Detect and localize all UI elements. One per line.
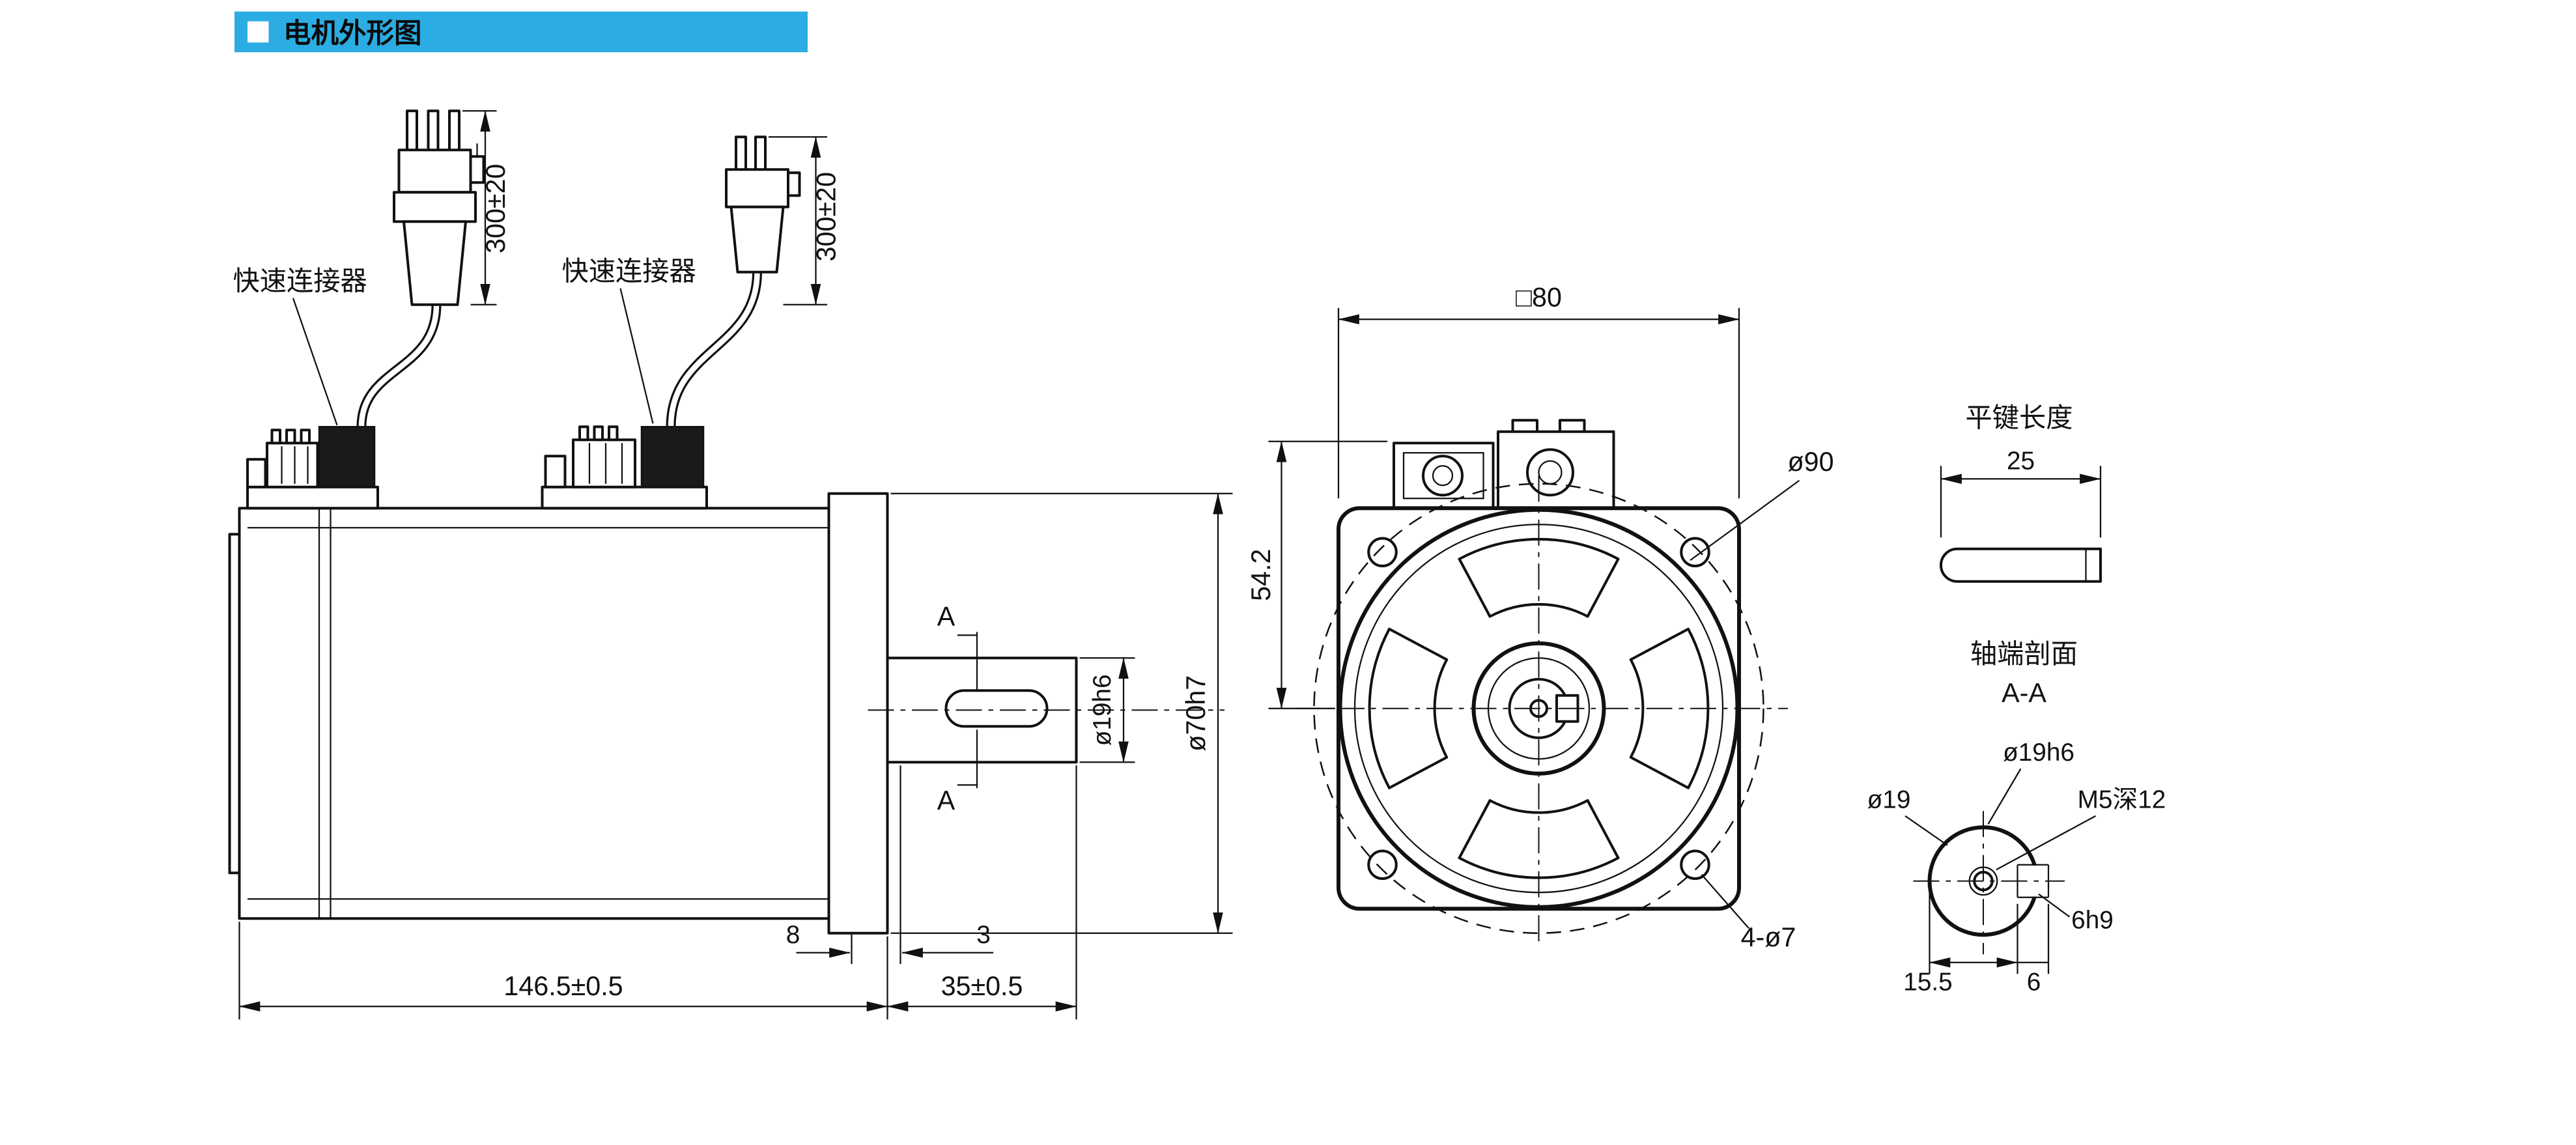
- dim-key-width-label: 6h9: [2071, 906, 2114, 934]
- quick-connector-label-1: 快速连接器: [233, 266, 367, 296]
- dim-side-bottom: 8 3 146.5±0.5 35±0.5: [238, 765, 1077, 1020]
- dim-corner-holes: 4-ø7: [1701, 874, 1796, 952]
- dim-shaft-length-label: 35±0.5: [941, 971, 1023, 1001]
- bolt-hole: [1367, 537, 1398, 567]
- motor-flange: [827, 492, 889, 935]
- dim-height-54: 54.2: [1246, 440, 1387, 709]
- quick-connector-label-2: 快速连接器: [562, 256, 696, 286]
- cable-length-label-1: 300±20: [481, 164, 511, 253]
- dim-shaft-diameter: ø19h6: [1079, 657, 1135, 763]
- section-line-a: A A: [937, 601, 978, 815]
- callout-key-width: 6h9: [2038, 893, 2114, 934]
- bolt-hole: [1680, 537, 1710, 567]
- quick-connector-callout-2: 快速连接器: [562, 256, 696, 424]
- motor-shaft: [868, 657, 1224, 764]
- dim-height-label: 54.2: [1246, 549, 1276, 601]
- dim-square-label: □80: [1516, 282, 1562, 312]
- bolt-hole: [1680, 849, 1710, 880]
- shaft-section-view: 轴端剖面 A-A ø19h6 ø19 M5深12 6h9: [1867, 639, 2166, 997]
- dim-shoulder-label: 3: [976, 921, 991, 949]
- key-length-label: 25: [2007, 447, 2035, 475]
- motor-front-view: □80 54.2 ø90 4-ø7: [1246, 282, 1834, 952]
- dim-flange-diameter: ø70h7: [890, 492, 1233, 934]
- dim-width-label: 6: [2027, 968, 2041, 996]
- bolt-hole: [1367, 849, 1398, 880]
- header-bar: [234, 11, 808, 53]
- dim-section-bottom: 15.5 6: [1903, 887, 2050, 996]
- dim-cable-length-1: 300±20: [462, 110, 511, 305]
- dim-thread-label: M5深12: [2078, 785, 2166, 813]
- bolt-holes: [1367, 537, 1710, 880]
- dim-body-length-label: 146.5±0.5: [503, 971, 623, 1001]
- dim-key-offset-label: 15.5: [1903, 968, 1952, 996]
- section-header: 电机外形图: [234, 11, 808, 53]
- callout-dia-tol: ø19h6: [1987, 739, 2074, 825]
- dim-shaft-diameter-label: ø19h6: [1088, 674, 1116, 746]
- bolt-circle-dashed: [1313, 483, 1764, 934]
- shaft-keyway: [944, 689, 1049, 728]
- callout-dia: ø19: [1867, 785, 1948, 846]
- motor-side-view: A A: [228, 109, 1233, 1020]
- dim-dia-tol-label: ø19h6: [2003, 739, 2074, 767]
- header-bullet-icon: [248, 21, 269, 43]
- motor-body: [228, 492, 889, 935]
- quick-connector-callout-1: 快速连接器: [233, 266, 367, 426]
- dim-flange-thickness-label: 8: [786, 921, 800, 949]
- section-label-bottom: A: [937, 785, 955, 815]
- shaft-section-title: 轴端剖面: [1970, 639, 2078, 669]
- dim-cable-length-2: 300±20: [769, 136, 842, 305]
- connector-assembly-1: [246, 426, 379, 510]
- cable-plug-1: [393, 109, 485, 306]
- header-title: 电机外形图: [283, 18, 422, 49]
- cable-length-label-2: 300±20: [812, 172, 842, 261]
- callout-thread: M5深12: [1996, 785, 2166, 871]
- cable-plug-2: [725, 135, 801, 274]
- dim-holes-label: 4-ø7: [1741, 922, 1796, 952]
- dim-square-80: □80: [1337, 282, 1740, 499]
- dim-flange-diameter-label: ø70h7: [1181, 675, 1211, 752]
- front-connector-2: [1497, 419, 1615, 513]
- dim-dia-label: ø19: [1867, 785, 1911, 813]
- flat-key-outline: [1940, 547, 2102, 583]
- section-label-top: A: [937, 601, 955, 631]
- key-view-title: 平键长度: [1966, 403, 2073, 432]
- shaft-section-subtitle: A-A: [2002, 678, 2046, 708]
- dim-bolt-circle-90: ø90: [1690, 447, 1834, 561]
- cable-1: [356, 304, 442, 427]
- front-connector-1: [1393, 442, 1495, 513]
- connector-assembly-2: [541, 425, 708, 510]
- dim-bolt-circle-label: ø90: [1787, 447, 1833, 477]
- key-length-view: 平键长度 25: [1940, 403, 2102, 583]
- cable-2: [666, 272, 762, 427]
